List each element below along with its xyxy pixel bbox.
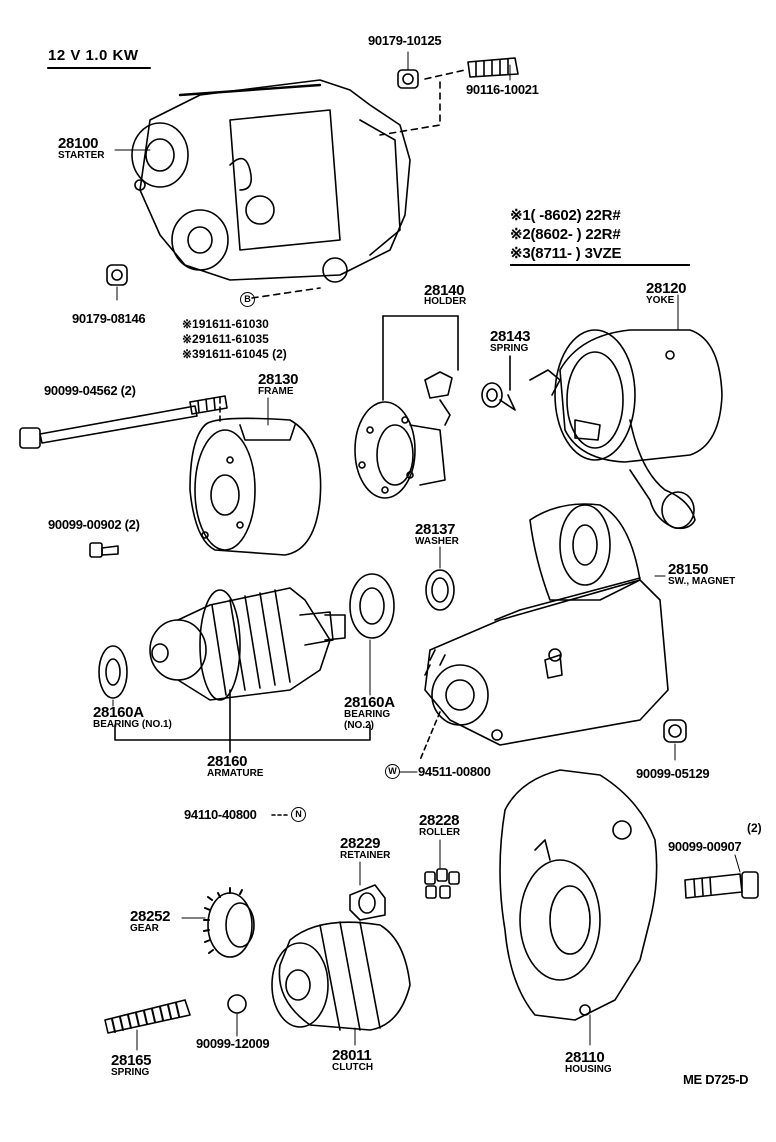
- bolt-right-qty: (2): [747, 821, 762, 835]
- ring-n-marker: N: [291, 807, 306, 822]
- spring-drive-number[interactable]: 28165: [111, 1052, 152, 1069]
- bearing-1-drawing: [98, 645, 128, 699]
- spring-drive-name: SPRING: [111, 1067, 150, 1078]
- bearing-1-number[interactable]: 28160A: [93, 704, 144, 721]
- frame-name: FRAME: [258, 386, 294, 397]
- spring-brush-name: SPRING: [490, 343, 529, 354]
- nut-left-drawing: [106, 264, 128, 286]
- stud-top-number[interactable]: 90116-10021: [466, 82, 539, 97]
- armature-name: ARMATURE: [207, 768, 264, 779]
- yoke-number[interactable]: 28120: [646, 280, 687, 297]
- bearing-bracket: [114, 724, 371, 741]
- bearing-2-sub: (NO.2): [344, 720, 374, 731]
- note-line-1: ※1( -8602) 22R#: [510, 207, 621, 224]
- diagram-title: 12 V 1.0 KW: [48, 47, 139, 64]
- brush-spring-drawing: [481, 355, 516, 411]
- starter-number[interactable]: 28100: [58, 135, 99, 152]
- bolt-right-number[interactable]: 90099-00907: [668, 839, 742, 854]
- frame-number[interactable]: 28130: [258, 371, 299, 388]
- ball-number[interactable]: 90099-12009: [196, 1036, 270, 1051]
- clutch-drawing: [271, 921, 411, 1031]
- notes-underline: [510, 264, 690, 266]
- clutch-name: CLUTCH: [332, 1062, 374, 1073]
- footer-code: ME D725-D: [683, 1072, 749, 1087]
- gear-number[interactable]: 28252: [130, 908, 171, 925]
- magnet-switch-drawing: [419, 503, 669, 761]
- holder-number[interactable]: 28140: [424, 282, 465, 299]
- washer-number[interactable]: 28137: [415, 521, 456, 538]
- armature-drawing: [149, 587, 346, 701]
- kit-ref-line-3[interactable]: ※391611-61045 (2): [182, 347, 287, 361]
- starter-name: STARTER: [58, 150, 105, 161]
- washer-drawing: [425, 569, 455, 611]
- ring-w-marker: W: [385, 764, 400, 779]
- gear-drawing: [203, 887, 255, 958]
- bearing-1-name: BEARING (NO.1): [93, 719, 172, 730]
- note-line-3: ※3(8711- ) 3VZE: [510, 245, 622, 262]
- small-screw-drawing: [89, 542, 119, 558]
- armature-number[interactable]: 28160: [207, 753, 248, 770]
- note-line-2: ※2(8602- ) 22R#: [510, 226, 621, 243]
- roller-name: ROLLER: [419, 827, 461, 838]
- holder-drawing: [354, 315, 459, 499]
- magnet-number[interactable]: 28150: [668, 561, 709, 578]
- bearing-2-drawing: [349, 573, 395, 639]
- kit-ref-line-2[interactable]: ※291611-61035: [182, 332, 269, 346]
- leader-lines: [112, 51, 741, 1051]
- frame-drawing: [189, 417, 322, 556]
- yoke-drawing: [529, 329, 723, 530]
- retainer-number[interactable]: 28229: [340, 835, 381, 852]
- long-bolt-drawing: [19, 395, 228, 449]
- gear-name: GEAR: [130, 923, 159, 934]
- nut-top-number[interactable]: 90179-10125: [368, 33, 442, 48]
- kit-ref-line-1[interactable]: ※191611-61030: [182, 317, 269, 331]
- yoke-name: YOKE: [646, 295, 675, 306]
- ring-w-number[interactable]: 94511-00800: [418, 764, 491, 779]
- magnet-name: SW., MAGNET: [668, 576, 736, 587]
- retainer-drawing: [349, 884, 386, 921]
- bearing-2-number[interactable]: 28160A: [344, 694, 395, 711]
- nut-right-drawing: [663, 719, 687, 743]
- roller-number[interactable]: 28228: [419, 812, 460, 829]
- housing-number[interactable]: 28110: [565, 1049, 605, 1066]
- clutch-number[interactable]: 28011: [332, 1047, 372, 1064]
- long-bolt-number[interactable]: 90099-04562 (2): [44, 383, 136, 398]
- nut-left-number[interactable]: 90179-08146: [72, 311, 146, 326]
- ref-b-leader: [251, 287, 321, 299]
- nut-right-number[interactable]: 90099-05129: [636, 766, 710, 781]
- spring-brush-number[interactable]: 28143: [490, 328, 531, 345]
- roller-drawing: [424, 868, 460, 899]
- bearing-2-name: BEARING: [344, 709, 391, 720]
- housing-drawing: [499, 769, 658, 1021]
- ball-drawing: [227, 994, 247, 1014]
- starter-drawing: [131, 79, 411, 283]
- small-screw-number[interactable]: 90099-00902 (2): [48, 517, 140, 532]
- ref-b-marker: B: [240, 292, 255, 307]
- retainer-name: RETAINER: [340, 850, 391, 861]
- bolt-right-drawing: [684, 871, 759, 899]
- holder-name: HOLDER: [424, 296, 467, 307]
- washer-name: WASHER: [415, 536, 459, 547]
- drive-spring-drawing: [104, 999, 191, 1034]
- housing-name: HOUSING: [565, 1064, 612, 1075]
- ring-n-number[interactable]: 94110-40800: [184, 807, 257, 822]
